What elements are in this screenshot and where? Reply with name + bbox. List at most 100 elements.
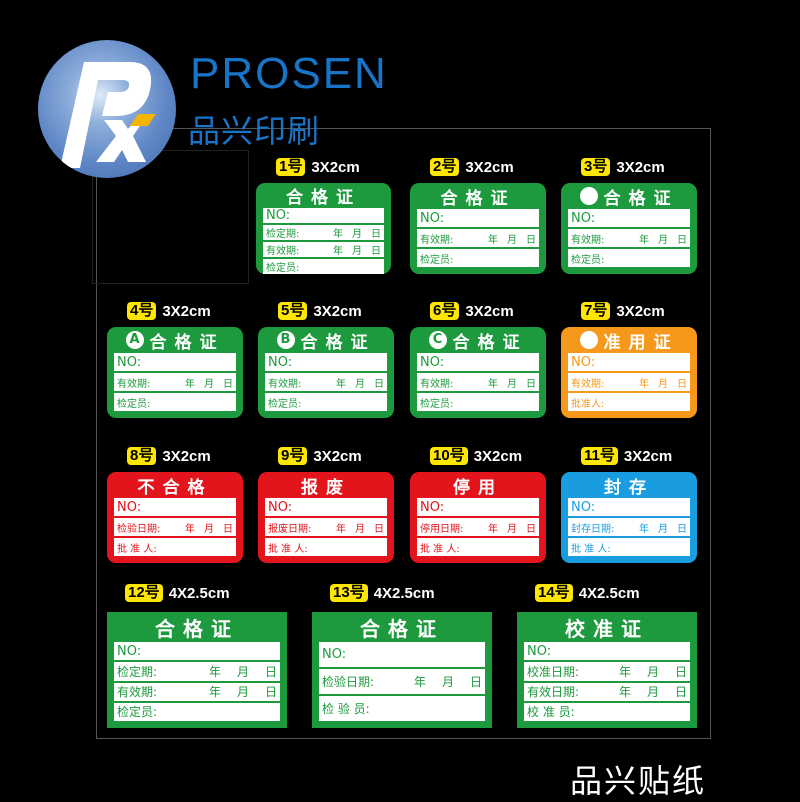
field-label: 有效期: — [420, 378, 454, 390]
label-fields: NO:检验日期:年月日检 验 员: — [319, 642, 485, 721]
field-label: NO: — [527, 643, 552, 659]
blank-box — [92, 150, 249, 284]
label-size: 3X2cm — [162, 447, 211, 465]
product-frame — [96, 128, 711, 739]
label-size: 4X2.5cm — [578, 584, 640, 602]
field-label: 有效日期: — [527, 685, 580, 700]
label-field-row: 有效期:年月日 — [417, 227, 539, 247]
label-title-text: 合格证 — [603, 188, 679, 209]
label-size: 3X2cm — [313, 447, 362, 465]
label-title: 校准证 — [524, 612, 690, 642]
label-field-row: 报废日期:年月日 — [265, 516, 387, 536]
label-field-row: 有效期:年月日 — [417, 371, 539, 391]
label-fields: NO:有效期:年月日检定员: — [417, 353, 539, 411]
label-number-badge: 8号 — [127, 447, 157, 465]
label-field-row: 检定员: — [114, 700, 280, 721]
label-field-row: NO: — [417, 498, 539, 516]
label-field-row: NO: — [114, 353, 236, 371]
circle-badge-icon: A — [125, 331, 144, 349]
date-unit: 日 — [374, 523, 384, 535]
label-field-row: 有效期:年月日 — [568, 371, 690, 391]
label-field-row: 批 准 人: — [265, 536, 387, 556]
date-unit: 月 — [352, 246, 362, 257]
date-unit: 日 — [223, 523, 233, 535]
label-field-row: NO: — [568, 353, 690, 371]
date-unit: 月 — [236, 664, 249, 679]
label-size: 3X2cm — [623, 447, 673, 465]
date-unit: 月 — [204, 378, 214, 390]
date-unit: 月 — [646, 685, 659, 700]
date-unit: 日 — [526, 234, 536, 246]
label-fields: NO:报废日期:年月日批 准 人: — [265, 498, 387, 556]
field-label: 检定员: — [420, 254, 454, 266]
label-fields: NO:有效期:年月日检定员: — [568, 209, 690, 267]
field-label: NO: — [322, 647, 347, 662]
date-unit: 日 — [526, 523, 536, 535]
label-size: 3X2cm — [162, 302, 211, 320]
date-unit: 月 — [507, 523, 517, 535]
label-field-row: 检定期:年月日 — [114, 660, 280, 680]
label-title-text: 合格证 — [149, 332, 225, 353]
label-title-text: 合格证 — [286, 188, 361, 208]
date-unit: 年 — [336, 378, 346, 390]
field-label: 校 准 员: — [527, 705, 575, 720]
field-label: 检定员: — [117, 398, 151, 410]
field-label: NO: — [420, 210, 445, 226]
date-unit: 月 — [658, 234, 668, 246]
field-label: 检验日期: — [117, 523, 161, 535]
field-label: 检定员: — [571, 254, 605, 266]
date-unit: 月 — [441, 675, 454, 689]
label-field-row: 校 准 员: — [524, 700, 690, 721]
field-label: NO: — [420, 499, 445, 515]
label-field-row: 检验日期: 年月日 — [114, 516, 236, 536]
label-size: 4X2.5cm — [373, 584, 435, 602]
label-title: 封存 — [568, 472, 690, 498]
date-unit: 年 — [185, 523, 195, 535]
label-field-row: NO: — [114, 642, 280, 660]
date-unit: 日 — [371, 246, 381, 257]
label-number-badge: 11号 — [581, 447, 618, 465]
date-unit: 月 — [355, 523, 365, 535]
date-unit: 日 — [469, 675, 482, 689]
field-label: 有效期: — [117, 685, 158, 700]
label-number-badge: 12号 — [125, 584, 163, 602]
field-label: 有效期: — [268, 378, 302, 390]
date-unit: 月 — [355, 378, 365, 390]
label-field-row: 批 准 人: — [114, 536, 236, 556]
date-unit: 年 — [639, 234, 649, 246]
field-label: 批 准 人: — [571, 543, 611, 555]
label-field-row: NO: — [263, 208, 384, 223]
label-number-badge: 2号 — [430, 158, 460, 176]
date-unit: 日 — [223, 378, 233, 390]
label-number-badge: 3号 — [581, 158, 611, 176]
label-fields: NO:有效期:年月日检定员: — [417, 209, 539, 267]
field-label: 有效期: — [420, 234, 454, 246]
field-label: 检定员: — [268, 398, 302, 410]
date-unit: 月 — [204, 523, 214, 535]
date-unit: 月 — [352, 229, 362, 240]
brand-name-cn: 品兴印刷 — [188, 112, 321, 150]
label-field-row: 批准人: — [568, 391, 690, 411]
label-field-row: 批 准 人: — [417, 536, 539, 556]
field-label: 校准日期: — [527, 664, 580, 679]
date-unit: 年 — [618, 685, 631, 700]
label-field-row: NO: — [265, 353, 387, 371]
label-title: 停用 — [417, 472, 539, 498]
label-title: 合格证 — [319, 612, 485, 642]
field-label: 停用日期: — [420, 523, 464, 535]
label-size: 3X2cm — [616, 158, 665, 176]
label-field-row: 有效期:年月日 — [114, 680, 280, 701]
label-title: 报废 — [265, 472, 387, 498]
